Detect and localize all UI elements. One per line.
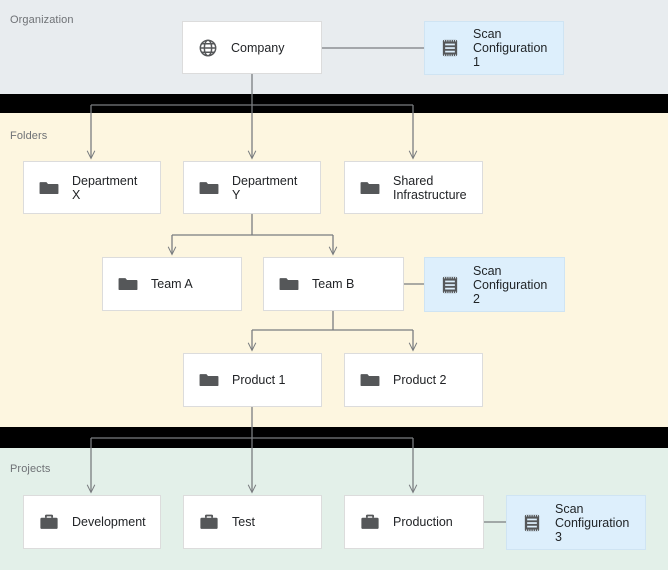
folder-icon [198,369,220,391]
node-company[interactable]: Company [182,21,322,74]
node-production[interactable]: Production [344,495,484,549]
folder-icon [198,177,220,199]
node-test[interactable]: Test [183,495,322,549]
node-product-1[interactable]: Product 1 [183,353,322,407]
node-label: Department Y [232,173,298,202]
scan-icon [439,274,461,296]
folder-icon [359,177,381,199]
folder-icon [359,369,381,391]
briefcase-icon [359,511,381,533]
node-scan-configuration-3[interactable]: Scan Configuration 3 [506,495,646,550]
node-scan-configuration-2[interactable]: Scan Configuration 2 [424,257,565,312]
folders-section-label: Folders [10,130,48,142]
node-label: Team A [151,277,193,291]
folder-icon [38,177,60,199]
node-scan-configuration-1[interactable]: Scan Configuration 1 [424,21,564,75]
briefcase-icon [198,511,220,533]
node-label: Product 2 [393,373,447,387]
briefcase-icon [38,511,60,533]
node-label: Development [72,515,146,529]
folder-icon [278,273,300,295]
node-label: Scan Configuration 3 [555,501,630,544]
globe-icon [197,37,219,59]
folder-icon [117,273,139,295]
node-department-x[interactable]: Department X [23,161,161,214]
node-label: Scan Configuration 2 [473,263,548,306]
node-development[interactable]: Development [23,495,161,549]
scan-icon [521,512,543,534]
organization-section-background [0,0,668,94]
node-label: Team B [312,277,355,291]
node-department-y[interactable]: Department Y [183,161,321,214]
node-label: Shared Infrastructure [393,173,467,202]
node-shared-infrastructure[interactable]: Shared Infrastructure [344,161,483,214]
node-team-b[interactable]: Team B [263,257,404,311]
scan-icon [439,37,461,59]
node-label: Test [232,515,255,529]
projects-section-label: Projects [10,463,51,475]
node-label: Department X [72,173,138,202]
node-label: Production [393,515,453,529]
node-team-a[interactable]: Team A [102,257,242,311]
node-label: Company [231,40,285,55]
node-label: Scan Configuration 1 [473,27,548,69]
node-label: Product 1 [232,373,286,387]
node-product-2[interactable]: Product 2 [344,353,483,407]
organization-section-label: Organization [10,14,74,26]
